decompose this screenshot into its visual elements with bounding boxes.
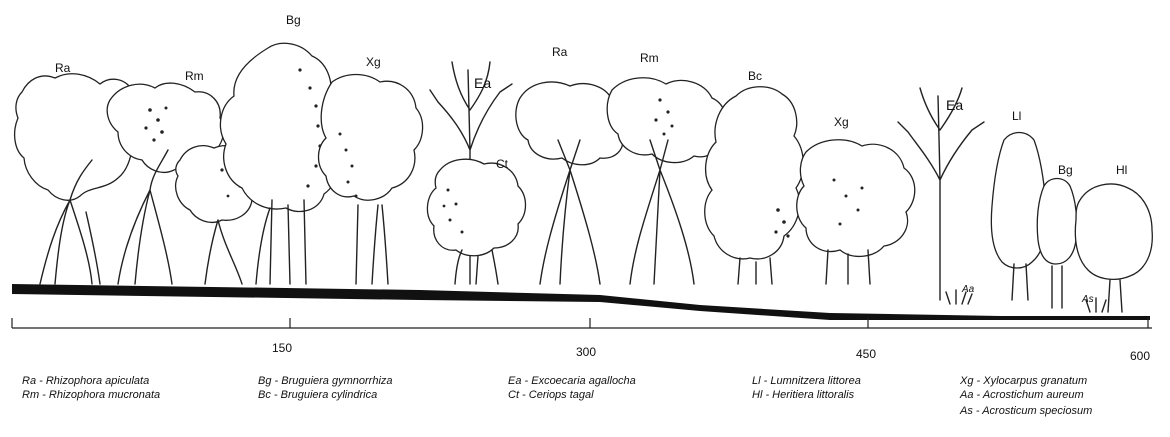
label-ct: Ct xyxy=(496,157,509,171)
label-aa: Aa xyxy=(961,284,975,295)
legend-ct: Ct - Ceriops tagal xyxy=(508,389,594,401)
legend-aa: Aa - Acrostichum aureum xyxy=(959,389,1084,401)
legend-bg: Bg - Bruguiera gymnorrhiza xyxy=(258,375,393,387)
legend-ra: Ra - Rhizophora apiculata xyxy=(22,375,149,387)
tree-xylocarpus-left xyxy=(319,75,423,285)
axis-tick-450: 450 xyxy=(856,347,876,361)
label-bc: Bc xyxy=(748,69,762,83)
axis-tick-300: 300 xyxy=(576,345,596,359)
ground-strip xyxy=(12,284,1150,320)
legend-hl: Hl - Heritiera littoralis xyxy=(752,389,855,401)
label-xg-left: Xg xyxy=(366,55,381,69)
label-rm-left: Rm xyxy=(185,69,204,83)
label-ra-middle: Ra xyxy=(552,45,568,59)
label-bg-small: Bg xyxy=(1058,163,1073,177)
legend-as: As - Acrosticum speciosum xyxy=(959,405,1092,417)
tree-bruguiera-small xyxy=(1037,179,1077,309)
label-as: As xyxy=(1081,294,1094,305)
label-hl: Hl xyxy=(1116,163,1127,177)
species-legend: Ra - Rhizophora apiculata Rm - Rhizophor… xyxy=(22,375,1092,417)
tree-bruguiera-cylindrica xyxy=(705,87,804,284)
tree-xylocarpus-right xyxy=(797,140,915,284)
legend-xg: Xg - Xylocarpus granatum xyxy=(959,375,1087,387)
label-ea-left: Ea xyxy=(474,75,491,91)
label-bg-tall: Bg xyxy=(286,13,301,27)
label-xg-right: Xg xyxy=(834,115,849,129)
label-ea-right: Ea xyxy=(946,97,963,113)
distance-axis: 150 300 450 600 xyxy=(12,318,1152,363)
tree-ceriops-tagal xyxy=(427,159,525,284)
legend-bc: Bc - Bruguiera cylindrica xyxy=(258,389,377,401)
label-ll: Ll xyxy=(1012,109,1021,123)
axis-tick-150: 150 xyxy=(272,341,292,355)
legend-rm: Rm - Rhizophora mucronata xyxy=(22,389,160,401)
axis-tick-600: 600 xyxy=(1130,349,1150,363)
legend-ll: Ll - Lumnitzera littorea xyxy=(752,375,861,387)
label-ra-left: Ra xyxy=(55,61,71,75)
tree-heritiera xyxy=(1075,184,1152,312)
label-rm-middle: Rm xyxy=(640,51,659,65)
legend-ea: Ea - Excoecaria agallocha xyxy=(508,375,636,387)
